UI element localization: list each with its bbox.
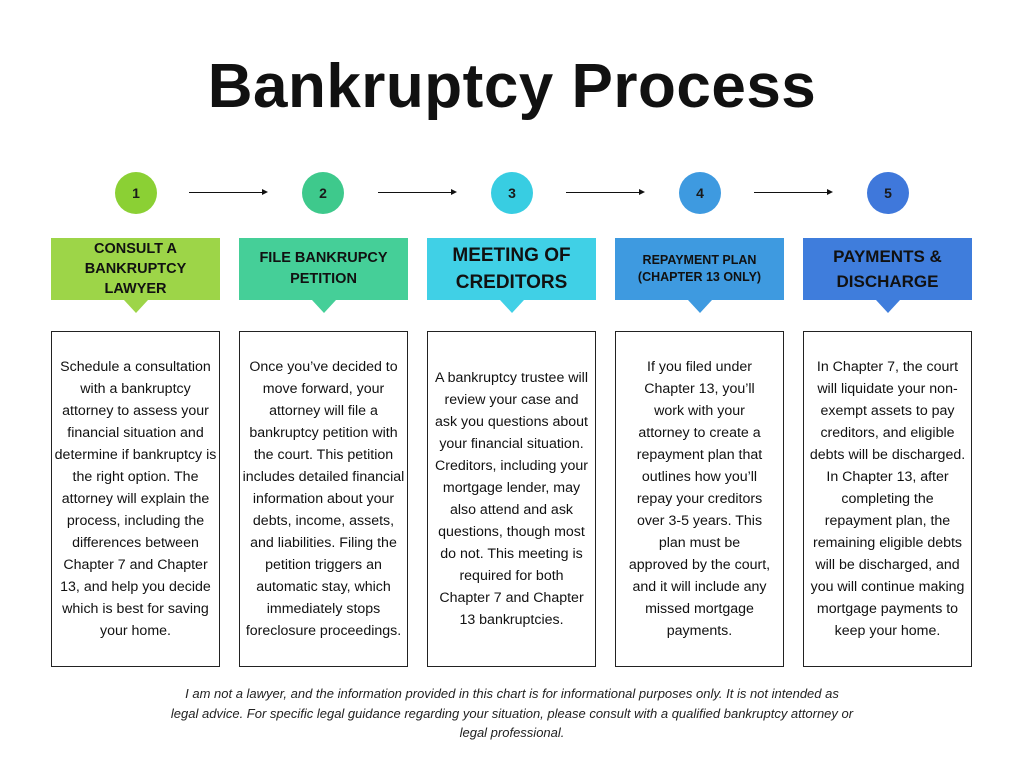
step-5-description: In Chapter 7, the court will liquidate y…	[803, 331, 972, 667]
arrow-4-to-5	[754, 189, 833, 195]
disclaimer: I am not a lawyer, and the information p…	[170, 686, 854, 740]
step-2-header: File bankrupcy petition	[239, 238, 408, 300]
page-title: Bankruptcy Process	[207, 52, 817, 121]
step-2-description: Once you’ve decided to move forward, you…	[239, 331, 408, 667]
step-1-description: Schedule a consultation with a bankruptc…	[51, 331, 220, 667]
step-3-text: A bankruptcy trustee will review your ca…	[434, 370, 588, 628]
step-1-text: Schedule a consultation with a bankruptc…	[54, 359, 217, 639]
step-4-header: Repayment plan (Chapter 13 only)	[615, 238, 784, 300]
step-3-number: 3	[491, 172, 533, 214]
step-2-number: 2	[302, 172, 344, 214]
step-5-number: 5	[867, 172, 909, 214]
step-4-description: If you filed under Chapter 13, you’ll wo…	[615, 331, 784, 667]
arrow-1-to-2	[189, 189, 268, 195]
step-2-text: Once you’ve decided to move forward, you…	[242, 359, 405, 639]
arrow-2-to-3	[378, 189, 457, 195]
step-4-text: If you filed under Chapter 13, you’ll wo…	[628, 359, 771, 639]
step-5-header: Payments & Discharge	[803, 238, 972, 300]
step-3-description: A bankruptcy trustee will review your ca…	[427, 331, 596, 667]
step-5-text: In Chapter 7, the court will liquidate y…	[809, 359, 966, 639]
step-1-number: 1	[115, 172, 157, 214]
arrow-3-to-4	[566, 189, 645, 195]
step-4-number: 4	[679, 172, 721, 214]
step-1-header: Consult a bankruptcy lawyer	[51, 238, 220, 300]
step-3-header: Meeting of creditors	[427, 238, 596, 300]
